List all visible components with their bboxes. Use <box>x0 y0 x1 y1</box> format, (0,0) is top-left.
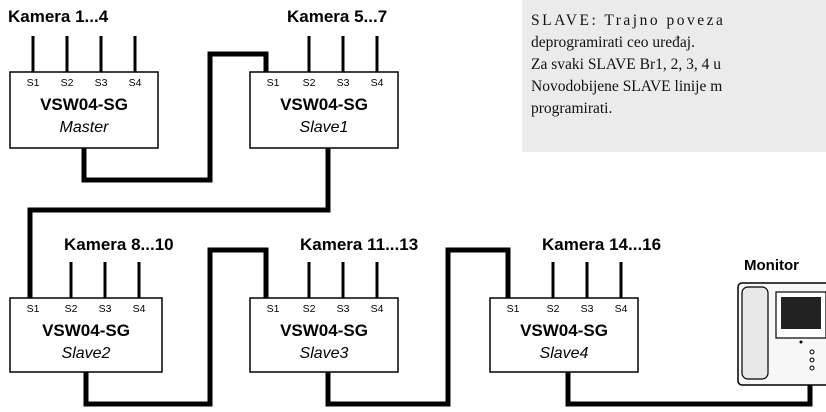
port-label: S1 <box>27 303 40 315</box>
port-label: S1 <box>267 77 280 89</box>
wire-slave1-to-slave2 <box>27 148 331 298</box>
port-label: S3 <box>95 77 108 89</box>
note-line: programirati. <box>531 100 613 117</box>
switch-box <box>489 297 639 373</box>
camera-label: Kamera 14...16 <box>542 235 661 254</box>
unit-slave2: Kamera 8...10 S1 S2 S3 S4 VSW04-SG Slave… <box>9 235 174 373</box>
port-label: S2 <box>303 77 316 89</box>
port-label: S4 <box>133 303 146 315</box>
model-label: VSW04-SG <box>40 95 128 114</box>
port-label: S3 <box>99 303 112 315</box>
role-label: Master <box>60 119 110 136</box>
port-label: S2 <box>303 303 316 315</box>
port-label: S3 <box>581 303 594 315</box>
monitor: Monitor <box>737 257 826 386</box>
model-label: VSW04-SG <box>280 95 368 114</box>
switch-box <box>249 71 399 149</box>
monitor-icon <box>737 282 826 386</box>
port-label: S2 <box>65 303 78 315</box>
note-panel: SLAVE: Trajno poveza deprogramirati ceo … <box>522 0 826 152</box>
note-line: Za svaki SLAVE Br1, 2, 3, 4 u <box>531 56 722 73</box>
wire-master-to-slave1 <box>81 51 269 183</box>
model-label: VSW04-SG <box>42 321 130 340</box>
switch-box <box>249 297 399 373</box>
port-label: S1 <box>27 77 40 89</box>
wire-slave2-to-slave3 <box>83 247 269 407</box>
role-label: Slave2 <box>62 345 111 362</box>
camera-label: Kamera 1...4 <box>8 7 109 26</box>
unit-slave4: Kamera 14...16 S1 S2 S3 S4 VSW04-SG Slav… <box>489 235 661 373</box>
switch-box <box>9 71 159 149</box>
model-label: VSW04-SG <box>280 321 368 340</box>
wire-slave4-to-monitor <box>565 372 813 407</box>
unit-slave3: Kamera 11...13 S1 S2 S3 S4 VSW04-SG Slav… <box>249 235 418 373</box>
role-label: Slave1 <box>300 119 349 136</box>
port-label: S2 <box>61 77 74 89</box>
switch-box <box>9 297 163 373</box>
wire-slave3-to-slave4 <box>325 247 511 407</box>
port-label: S1 <box>507 303 520 315</box>
port-label: S1 <box>267 303 280 315</box>
port-label: S4 <box>129 77 142 89</box>
port-label: S4 <box>371 303 384 315</box>
port-label: S3 <box>337 303 350 315</box>
monitor-label: Monitor <box>744 257 799 274</box>
port-label: S2 <box>547 303 560 315</box>
port-label: S3 <box>337 77 350 89</box>
model-label: VSW04-SG <box>520 321 608 340</box>
note-line: SLAVE: Trajno poveza <box>531 12 726 29</box>
camera-label: Kamera 8...10 <box>64 235 174 254</box>
note-line: deprogramirati ceo uređaj. <box>531 34 695 51</box>
port-label: S4 <box>371 77 384 89</box>
camera-label: Kamera 5...7 <box>287 7 387 26</box>
unit-slave1: Kamera 5...7 S1 S2 S3 S4 VSW04-SG Slave1 <box>249 7 399 149</box>
role-label: Slave4 <box>540 345 589 362</box>
wires <box>27 51 813 407</box>
unit-master: Kamera 1...4 S1 S2 S3 S4 VSW04-SG Master <box>8 7 159 149</box>
camera-label: Kamera 11...13 <box>300 235 418 254</box>
note-line: Novodobijene SLAVE linije m <box>531 78 723 95</box>
port-label: S4 <box>615 303 628 315</box>
role-label: Slave3 <box>300 345 349 362</box>
